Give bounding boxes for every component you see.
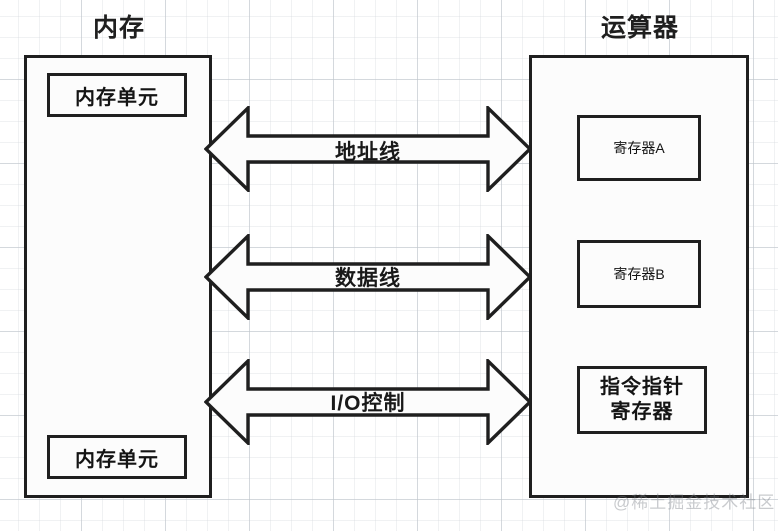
- register-a-box: 寄存器A: [577, 115, 701, 181]
- memory-unit-bottom: 内存单元: [47, 435, 187, 479]
- memory-unit-top-label: 内存单元: [75, 86, 159, 109]
- data-bus-arrow: [204, 234, 532, 320]
- double-headed-arrow-icon: [204, 234, 532, 320]
- instruction-pointer-register-label-line2: 寄存器: [610, 401, 674, 423]
- register-b-box: 寄存器B: [577, 240, 701, 308]
- cpu-section-title: 运算器: [601, 14, 680, 42]
- register-a-label: 寄存器A: [613, 140, 665, 156]
- register-b-label: 寄存器B: [613, 266, 665, 282]
- io-control-bus-arrow: [204, 359, 532, 445]
- memory-container: [24, 55, 212, 498]
- watermark: @稀土掘金技术社区: [613, 493, 776, 512]
- memory-section-title: 内存: [93, 14, 146, 42]
- instruction-pointer-register-label: 指令指针 寄存器: [600, 375, 684, 425]
- double-headed-arrow-icon: [204, 106, 532, 192]
- memory-unit-bottom-label: 内存单元: [75, 448, 159, 471]
- memory-unit-top: 内存单元: [47, 73, 187, 117]
- double-headed-arrow-icon: [204, 359, 532, 445]
- instruction-pointer-register-box: 指令指针 寄存器: [577, 366, 707, 434]
- instruction-pointer-register-label-line1: 指令指针: [600, 376, 684, 398]
- address-bus-arrow: [204, 106, 532, 192]
